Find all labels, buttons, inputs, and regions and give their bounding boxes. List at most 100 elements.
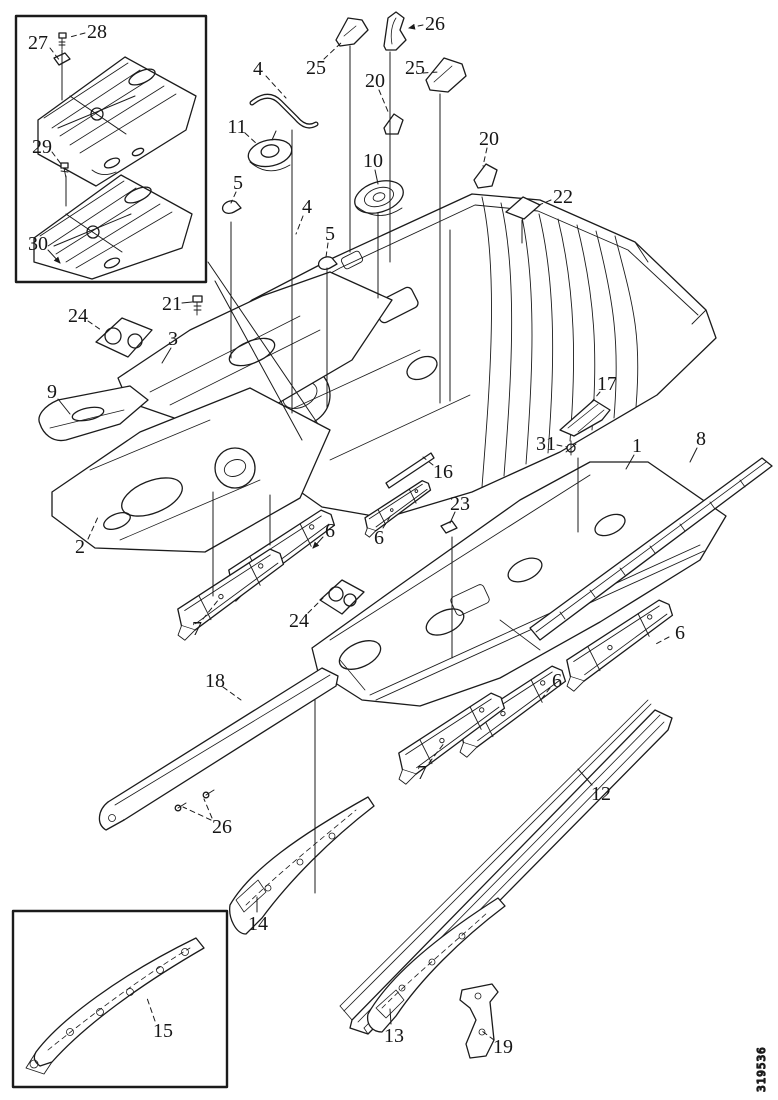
part-25-bracket-right xyxy=(426,58,466,92)
part-10-grommet xyxy=(351,175,408,219)
callout-26: 26 xyxy=(425,13,445,35)
part-11-grommet xyxy=(246,131,294,171)
leader-line xyxy=(654,637,669,645)
leader-line xyxy=(383,515,391,528)
callout-7: 7 xyxy=(417,762,427,784)
part-20-clip-right xyxy=(474,164,497,188)
leader-line xyxy=(223,687,241,700)
leader-line xyxy=(540,688,550,701)
callout-4: 4 xyxy=(302,196,312,218)
callout-3: 3 xyxy=(168,328,178,350)
leader-line xyxy=(390,1009,391,1024)
part-17-wedge-bracket xyxy=(560,400,610,436)
callout-5: 5 xyxy=(233,172,243,194)
part-4-rod xyxy=(252,96,316,126)
callout-26: 26 xyxy=(212,816,232,838)
part-8-sill-rail xyxy=(530,458,772,640)
leader-line xyxy=(231,192,236,203)
callout-21: 21 xyxy=(162,293,182,315)
leader-line xyxy=(483,148,487,166)
callout-6: 6 xyxy=(552,670,562,692)
leader-line xyxy=(183,807,211,820)
part-18-side-rail xyxy=(99,668,338,830)
leader-line xyxy=(539,200,551,205)
callout-15: 15 xyxy=(153,1020,173,1042)
callout-19: 19 xyxy=(493,1036,513,1058)
part-1-lower-floor-pan xyxy=(312,462,726,706)
callout-31: 31 xyxy=(536,433,556,455)
inset-upper-floor-view xyxy=(38,57,196,186)
leader-line xyxy=(88,321,101,330)
leader-lines xyxy=(48,23,697,1040)
callout-20: 20 xyxy=(479,128,499,150)
callout-23: 23 xyxy=(450,493,470,515)
leader-line xyxy=(70,33,85,37)
callout-4: 4 xyxy=(253,58,263,80)
callout-1: 1 xyxy=(632,435,642,457)
part-16-rod xyxy=(386,453,434,488)
callout-7: 7 xyxy=(192,618,202,640)
part-13-side-member xyxy=(368,898,505,1032)
leader-line xyxy=(375,170,378,184)
callout-12: 12 xyxy=(591,783,611,805)
callout-14: 14 xyxy=(248,913,268,935)
leader-line xyxy=(423,72,438,73)
leader-line xyxy=(204,799,212,818)
bolt-31 xyxy=(566,441,576,455)
leader-line xyxy=(324,42,342,59)
callout-24: 24 xyxy=(68,305,88,327)
callout-27: 27 xyxy=(28,32,48,54)
callout-29: 29 xyxy=(32,136,52,158)
callout-25: 25 xyxy=(405,57,425,79)
callout-13: 13 xyxy=(384,1025,404,1047)
part-9-bracket xyxy=(39,386,148,441)
part-5-clip-right xyxy=(319,257,337,270)
part-5-clip-left xyxy=(223,201,241,214)
callout-18: 18 xyxy=(205,670,225,692)
callout-24: 24 xyxy=(289,610,309,632)
callout-22: 22 xyxy=(553,186,573,208)
leader-line xyxy=(58,399,70,414)
callout-30: 30 xyxy=(28,233,48,255)
leader-line xyxy=(557,445,567,447)
leader-line xyxy=(482,1031,494,1040)
leader-line xyxy=(589,392,600,405)
callout-6: 6 xyxy=(325,520,335,542)
leader-line xyxy=(429,742,445,763)
part-14-side-member xyxy=(230,797,374,934)
leader-line xyxy=(52,152,61,164)
inset-lower-floor-view xyxy=(34,175,192,279)
leader-line xyxy=(626,455,634,469)
leader-line xyxy=(408,23,423,30)
leader-line xyxy=(50,48,60,61)
leader-line xyxy=(203,599,219,619)
leader-line xyxy=(379,90,389,114)
callout-8: 8 xyxy=(696,428,706,450)
leader-line xyxy=(312,537,323,549)
leader-line xyxy=(690,448,697,462)
leader-line xyxy=(208,262,318,424)
callout-6: 6 xyxy=(374,527,384,549)
inset-box-detail-views xyxy=(16,16,206,282)
callout-20: 20 xyxy=(365,70,385,92)
leader-line xyxy=(88,517,98,539)
callout-25: 25 xyxy=(306,57,326,79)
part-3-toe-pan xyxy=(118,272,392,420)
leader-line xyxy=(450,512,455,523)
part-20-clip-left xyxy=(384,114,403,134)
part-26-hook-bracket xyxy=(384,12,406,50)
callout-6: 6 xyxy=(675,622,685,644)
leader-line xyxy=(423,457,433,465)
callout-16: 16 xyxy=(433,461,453,483)
leader-line xyxy=(296,216,303,234)
callout-5: 5 xyxy=(325,223,335,245)
part-24-plate-lower xyxy=(320,580,364,614)
part-7-crossmember-left xyxy=(165,545,293,643)
bolt-21 xyxy=(193,296,202,315)
callout-11: 11 xyxy=(227,116,246,138)
leader-line xyxy=(48,250,61,264)
leader-line xyxy=(215,281,302,440)
